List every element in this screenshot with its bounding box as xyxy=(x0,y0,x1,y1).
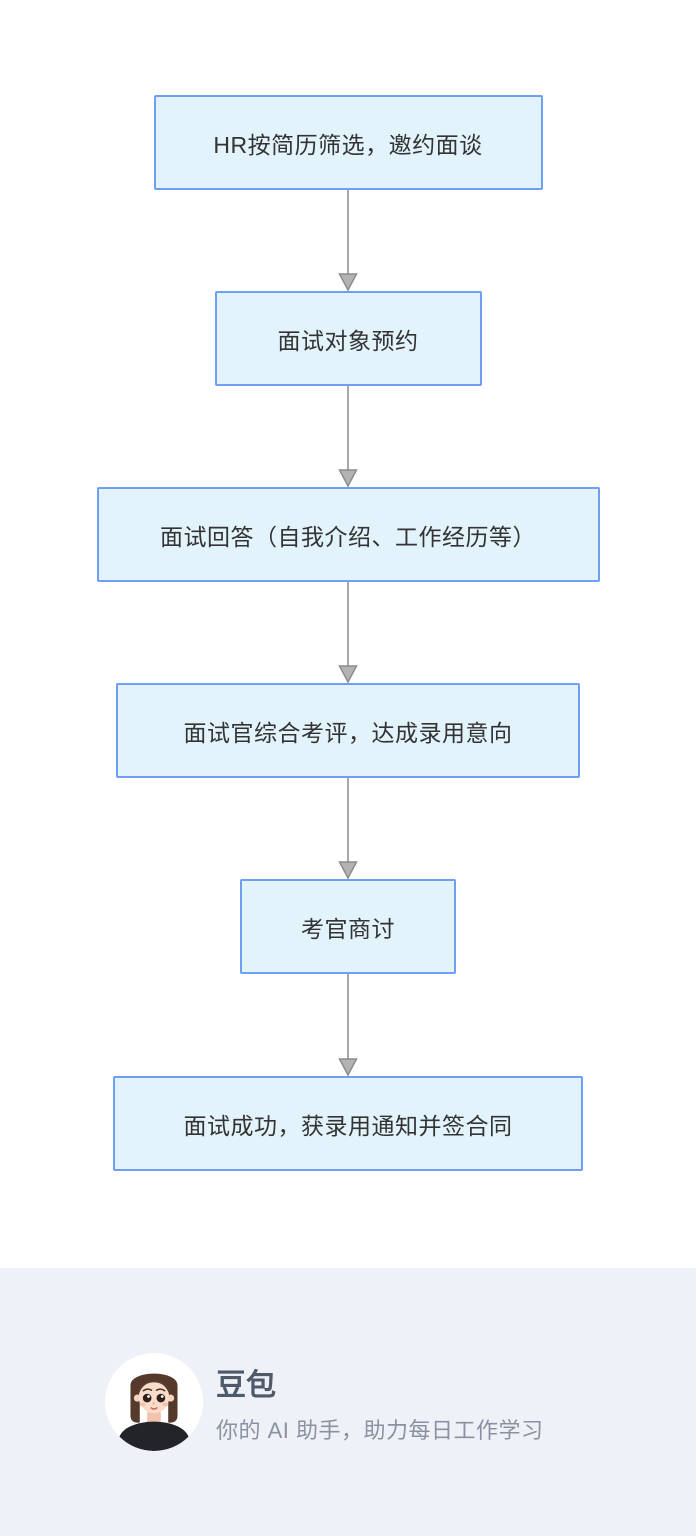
flow-node-offer-signed: 面试成功，获录用通知并签合同 xyxy=(113,1076,583,1171)
flow-node-examiner-discussion: 考官商讨 xyxy=(240,879,456,974)
whitespace xyxy=(0,1171,696,1268)
flow-node-label: 考官商讨 xyxy=(301,915,395,942)
flow-node-label: 面试回答（自我介绍、工作经历等） xyxy=(160,523,536,550)
flow-node-interviewer-evaluation: 面试官综合考评，达成录用意向 xyxy=(116,683,580,778)
flow-node-label: HR按简历筛选，邀约面谈 xyxy=(213,131,483,158)
arrow-down-icon xyxy=(338,386,358,487)
interview-flowchart: HR按简历筛选，邀约面谈 面试对象预约 面试回答（自我介绍、工作经历等） 面试官… xyxy=(96,95,600,1171)
arrow-down-icon xyxy=(338,778,358,879)
flow-node-label: 面试对象预约 xyxy=(277,327,419,354)
brand-subtitle: 你的 AI 助手，助力每日工作学习 xyxy=(216,1417,544,1443)
arrow-down-icon xyxy=(338,974,358,1076)
footer-brand-bar: 豆包 你的 AI 助手，助力每日工作学习 xyxy=(0,1268,696,1536)
flow-node-label: 面试成功，获录用通知并签合同 xyxy=(183,1112,513,1139)
flow-node-hr-screening: HR按简历筛选，邀约面谈 xyxy=(153,95,543,190)
flow-node-appointment: 面试对象预约 xyxy=(214,291,482,386)
flow-node-interview-answers: 面试回答（自我介绍、工作经历等） xyxy=(96,487,600,582)
doubao-girl-avatar-icon xyxy=(105,1353,203,1451)
brand-title: 豆包 xyxy=(216,1368,276,1402)
avatar xyxy=(105,1353,203,1451)
flow-node-label: 面试官综合考评，达成录用意向 xyxy=(183,719,513,746)
arrow-down-icon xyxy=(338,582,358,683)
arrow-down-icon xyxy=(338,190,358,291)
brand-meta: 豆包 你的 AI 助手，助力每日工作学习 xyxy=(216,1360,544,1445)
